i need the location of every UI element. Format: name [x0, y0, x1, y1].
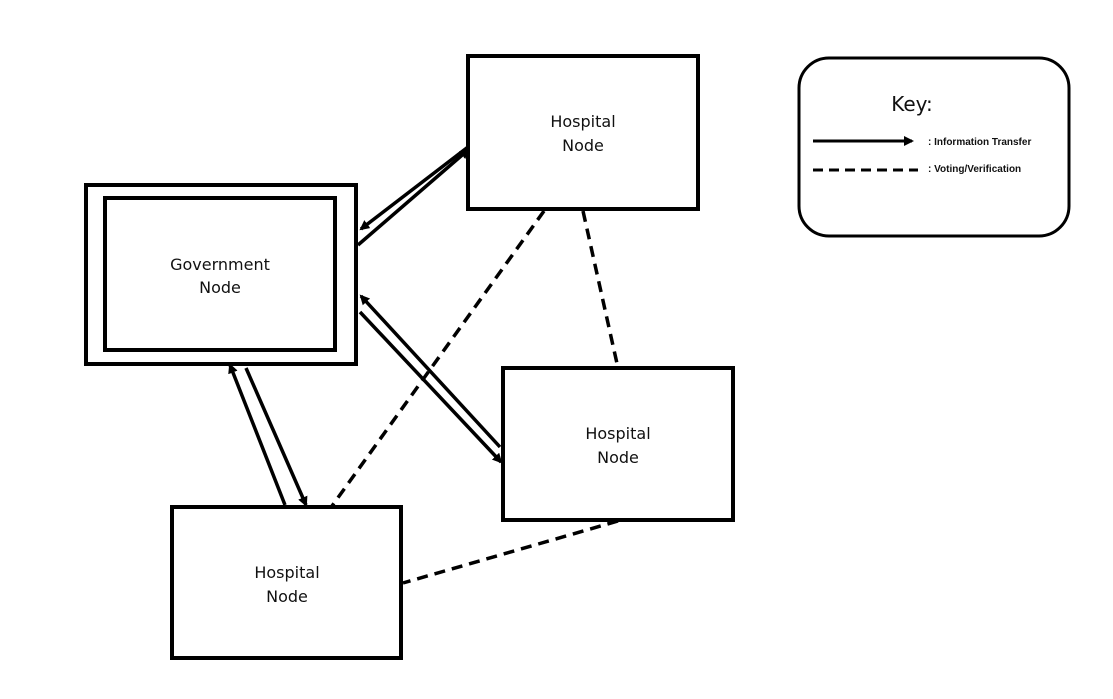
information-links	[228, 145, 503, 507]
government-node-label-line2: Node	[199, 278, 241, 297]
hospital-node-bottom: Hospital Node	[170, 505, 403, 660]
hospital-node-top-label-line2: Node	[562, 136, 604, 155]
info-arrow-gov-to-bottom	[244, 367, 308, 507]
info-arrow-gov-to-top	[356, 148, 470, 247]
voting-links	[330, 209, 620, 585]
hospital-node-right: Hospital Node	[501, 366, 735, 522]
vote-link-right-to-bottom	[402, 519, 619, 585]
government-node-label-line1: Government	[170, 255, 270, 274]
government-node: Government Node	[84, 183, 358, 366]
vote-link-top-to-right	[581, 210, 620, 369]
info-arrow-top-to-gov	[359, 145, 470, 231]
hospital-node-right-label-line1: Hospital	[585, 424, 650, 443]
info-arrow-gov-to-right	[358, 310, 503, 464]
key-information-transfer-label: : Information Transfer	[928, 137, 1031, 148]
info-arrow-bottom-to-gov	[228, 363, 287, 506]
hospital-node-right-label-line2: Node	[597, 448, 639, 467]
vote-link-top-to-bottom	[330, 209, 546, 508]
key-voting-verification-label: : Voting/Verification	[928, 164, 1021, 175]
hospital-node-bottom-label-line2: Node	[266, 587, 308, 606]
hospital-node-top: Hospital Node	[466, 54, 700, 211]
hospital-node-bottom-label-line1: Hospital	[254, 563, 319, 582]
info-arrow-right-to-gov	[359, 294, 502, 449]
key-title: Key:	[891, 92, 933, 116]
key-panel: Key: : Information Transfer : Voting/Ver…	[797, 56, 1071, 238]
hospital-node-top-label-line1: Hospital	[550, 112, 615, 131]
